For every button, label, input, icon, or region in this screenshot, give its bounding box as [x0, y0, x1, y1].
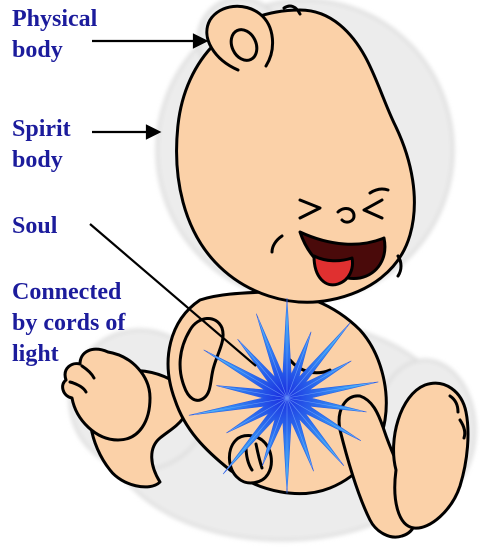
label-physical-body: Physical body [12, 4, 142, 66]
label-spirit-body: Spirit body [12, 114, 112, 176]
label-soul: Soul [12, 211, 92, 242]
label-connected-by-cords: Connected by cords of light [12, 277, 182, 370]
